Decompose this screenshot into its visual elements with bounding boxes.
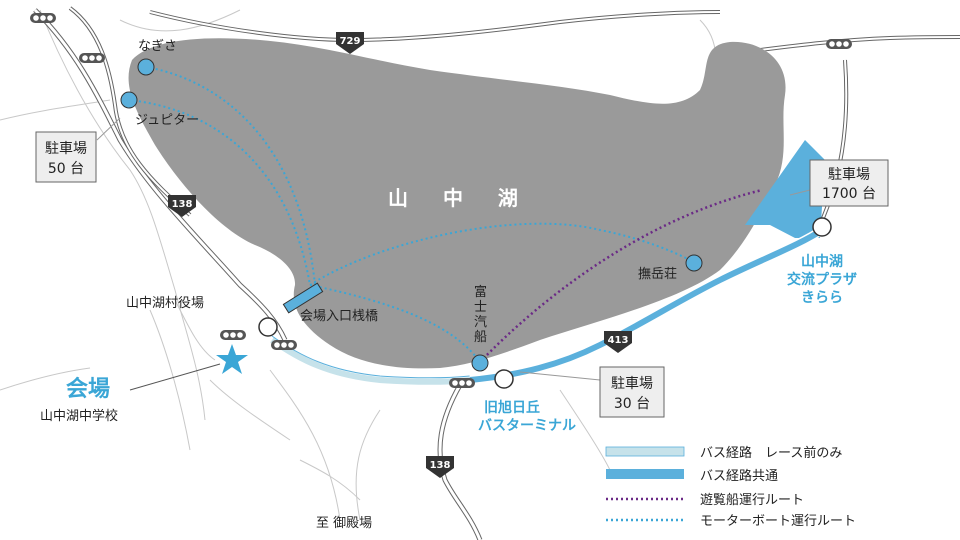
bus-route-before-race-outline [271,335,471,379]
label-bugakuso: 撫岳荘 [638,267,677,282]
svg-text:船: 船 [474,330,487,345]
route-138-north-label: 138 [172,199,193,210]
legend-motorboat: モーターボート運行ルート [606,514,856,529]
parking-50-title: 駐車場 [45,140,87,157]
svg-text:富: 富 [474,284,487,300]
label-nagisa: なぎさ [138,39,177,54]
sightseeing-boat-route [479,188,763,363]
label-kirara: 山中湖 交流プラザ きらら [787,253,857,306]
label-jupiter: ジュピター [135,113,199,128]
legend-bus-common-label: バス経路共通 [700,468,778,484]
legend-motorboat-label: モーターボート運行ルート [700,514,856,529]
bus-route-common-line [469,227,824,383]
lake-body [128,38,786,369]
stop-kyu-asahi[interactable] [494,369,514,389]
traffic-light-icon [220,330,246,340]
label-village-office: 山中湖村役場 [126,296,204,311]
stops [120,58,832,389]
route-shield-138-north: 138 [168,195,196,217]
stop-nagisa[interactable] [137,58,155,76]
parking-50-count: 50 台 [48,161,84,177]
label-gotemba: 至 御殿場 [316,516,372,531]
traffic-light-icon [449,378,475,388]
svg-text:汽: 汽 [474,315,487,330]
legend-bus-before-race-label: バス経路 レース前のみ [700,445,842,461]
pier-marker [282,282,324,314]
svg-text:バスターミナル: バスターミナル [478,418,576,434]
traffic-light-icon [30,13,56,23]
parking-1700-title: 駐車場 [828,166,870,183]
stop-kirara[interactable] [812,217,832,237]
legend: バス経路 レース前のみ バス経路共通 遊覧船運行ルート モーターボート運行ルート [605,445,856,529]
main-roads [33,6,960,540]
parking-30-title: 駐車場 [611,375,653,392]
route-138-south-label: 138 [430,460,451,471]
parking-1700-box: 駐車場 1700 台 [809,159,889,207]
svg-text:旧旭日丘: 旧旭日丘 [484,399,540,416]
svg-text:交流プラザ: 交流プラザ [787,271,857,288]
legend-sightseeing-boat: 遊覧船運行ルート [606,492,804,508]
venue-star-icon[interactable] [216,344,248,374]
stop-jupiter[interactable] [120,91,138,109]
legend-bus-before-race: バス経路 レース前のみ [605,445,842,461]
traffic-lights [30,13,852,388]
motorboat-routes [128,66,695,363]
callout-leaders [96,117,811,381]
bus-route-before-race [270,337,471,385]
svg-text:士: 士 [474,300,487,315]
svg-text:山中湖: 山中湖 [801,253,843,270]
route-shield-413: 413 [604,331,632,353]
parking-1700-area [745,140,825,238]
stop-village-office[interactable] [258,317,278,337]
label-pier: 会場入口桟橋 [300,309,378,324]
parking-30-box: 駐車場 30 台 [599,366,665,418]
traffic-light-icon [271,340,297,350]
label-kyu-asahi: 旧旭日丘 バスターミナル [478,399,576,434]
parking-1700-count: 1700 台 [822,186,876,202]
route-shield-138-south: 138 [426,456,454,478]
minor-roads [0,9,717,521]
route-413-label: 413 [608,335,629,346]
traffic-light-icon [826,39,852,49]
legend-sightseeing-boat-label: 遊覧船運行ルート [700,492,804,508]
parking-50-box: 駐車場 50 台 [35,131,97,183]
lake-name: 山 中 湖 [388,186,532,210]
label-fuji-kisen: 富 士 汽 船 [474,284,487,345]
venue-school: 山中湖中学校 [40,408,118,424]
route-shield-729: 729 [336,32,364,54]
traffic-light-icon [79,53,105,63]
svg-text:きらら: きらら [801,290,843,306]
stop-bugakuso[interactable] [685,254,703,272]
stop-fuji-kisen[interactable] [471,354,489,372]
venue-title: 会場 [66,376,110,402]
legend-bus-common: バス経路共通 [606,468,778,484]
parking-30-count: 30 台 [614,396,650,412]
route-729-label: 729 [340,36,361,47]
venue-leader-line [129,363,221,391]
